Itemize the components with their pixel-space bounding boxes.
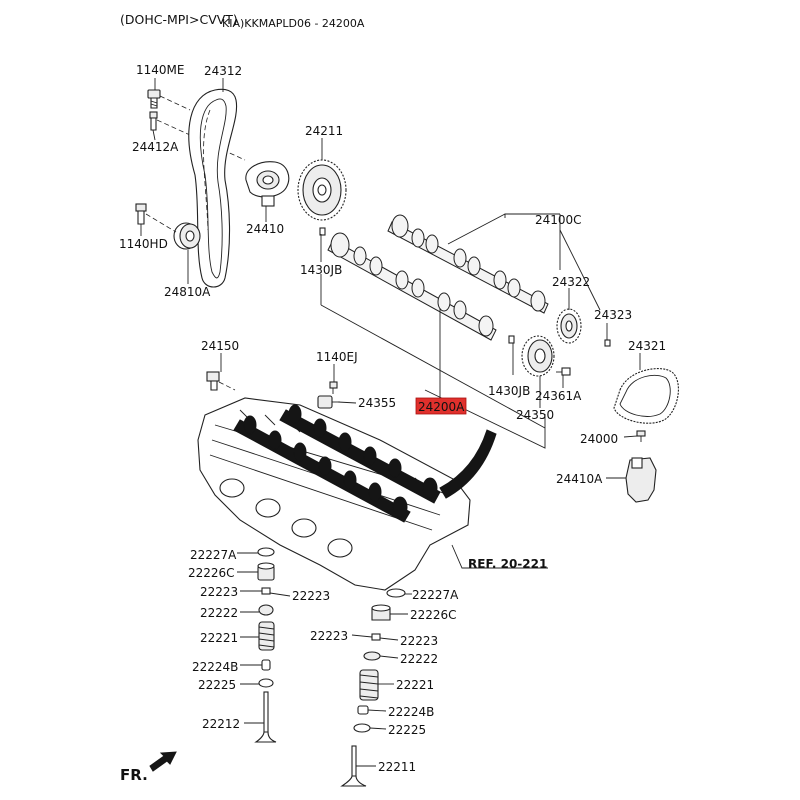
bolt-1140ej-icon[interactable] — [329, 381, 338, 394]
tensioner-24410-icon[interactable] — [245, 161, 290, 207]
leader-lines — [140, 78, 641, 767]
idler-pulley-24810a-icon[interactable] — [173, 222, 201, 250]
label-1140ej[interactable]: 1140EJ — [316, 350, 358, 364]
label-1430jb-mid[interactable]: 1430JB — [488, 384, 530, 398]
label-24150[interactable]: 24150 — [201, 339, 239, 353]
label-22223-right[interactable]: 22223 — [310, 629, 348, 643]
label-22224b-right[interactable]: 22224B — [388, 705, 434, 719]
exhaust-camshaft-24200a-icon[interactable] — [327, 232, 497, 341]
installation-arrow-icon — [439, 429, 497, 499]
seal-22225-left-icon[interactable] — [258, 678, 274, 688]
label-22226c-left[interactable]: 22226C — [188, 566, 235, 580]
label-22227a-right[interactable]: 22227A — [412, 588, 459, 602]
valve-train-left — [254, 547, 277, 743]
label-22211[interactable]: 22211 — [378, 760, 416, 774]
label-22225-left[interactable]: 22225 — [198, 678, 236, 692]
label-24323[interactable]: 24323 — [594, 308, 632, 322]
chain-guide-24410a-icon[interactable] — [625, 457, 657, 503]
engine-spec-header: (DOHC-MPI>CVVT) — [120, 12, 238, 27]
retainer-22222-right-icon[interactable] — [363, 651, 381, 661]
timing-chain-24321-icon[interactable] — [613, 368, 679, 424]
sensor-24355-icon[interactable] — [317, 395, 340, 409]
seal-22225-right-icon[interactable] — [353, 723, 371, 733]
bolt-24412a-icon[interactable] — [149, 111, 158, 131]
seat-22224b-right-icon[interactable] — [357, 705, 369, 715]
label-22223-left-b[interactable]: 22223 — [292, 589, 330, 603]
bolt-24000-icon[interactable] — [636, 430, 646, 442]
part-labels: 1140ME 24312 24412A 24211 1140HD 24410 2… — [119, 63, 666, 774]
label-24000[interactable]: 24000 — [580, 432, 618, 446]
pin-1430jb-mid-icon[interactable] — [508, 335, 515, 344]
bolt-24361a-icon[interactable] — [556, 367, 571, 376]
label-24312[interactable]: 24312 — [204, 64, 242, 78]
label-24355[interactable]: 24355 — [358, 396, 396, 410]
label-24200a-highlighted[interactable]: 24200A — [415, 397, 467, 415]
timing-belt-24312-icon[interactable] — [188, 88, 238, 288]
pin-1430jb-top-icon[interactable] — [319, 227, 326, 236]
tappet-22226c-right-icon[interactable] — [371, 604, 391, 621]
label-1140me[interactable]: 1140ME — [136, 63, 184, 77]
label-24350[interactable]: 24350 — [516, 408, 554, 422]
spring-22221-right-icon[interactable] — [359, 669, 379, 701]
label-22221-left[interactable]: 22221 — [200, 631, 238, 645]
label-1140hd[interactable]: 1140HD — [119, 237, 168, 251]
installed-camshafts-icon — [233, 404, 441, 523]
cam-sprocket-24211-icon[interactable] — [297, 159, 347, 221]
label-24361a[interactable]: 24361A — [535, 389, 582, 403]
cvvt-assembly-24350-icon[interactable] — [521, 335, 555, 377]
label-24322[interactable]: 24322 — [552, 275, 590, 289]
label-24211[interactable]: 24211 — [305, 124, 343, 138]
tappet-22226c-left-icon[interactable] — [257, 562, 275, 581]
label-24200a[interactable]: 24200A — [418, 400, 465, 414]
intake-camshaft-24100c-icon[interactable] — [387, 214, 549, 314]
label-1430jb-top[interactable]: 1430JB — [300, 263, 342, 277]
front-label: FR. — [120, 766, 148, 784]
label-22227a-left[interactable]: 22227A — [190, 548, 237, 562]
valve-22211-icon[interactable] — [340, 745, 367, 787]
retainer-lock-22227a-left-icon[interactable] — [257, 547, 275, 557]
label-22223-right-b[interactable]: 22223 — [400, 634, 438, 648]
bolt-1140me-icon[interactable] — [147, 89, 161, 109]
cvvt-sprocket-24322-icon[interactable] — [556, 308, 582, 344]
front-arrow-icon — [149, 751, 177, 772]
plug-24150-icon[interactable] — [206, 371, 236, 391]
ref-label[interactable]: REF. 20-221 — [468, 557, 547, 571]
label-24100c[interactable]: 24100C — [535, 213, 582, 227]
valve-22212-icon[interactable] — [254, 691, 277, 743]
label-24410[interactable]: 24410 — [246, 222, 284, 236]
pin-24323-icon[interactable] — [604, 339, 611, 347]
label-22221-right[interactable]: 22221 — [396, 678, 434, 692]
label-24810a[interactable]: 24810A — [164, 285, 211, 299]
label-22224b-left[interactable]: 22224B — [192, 660, 238, 674]
label-22212[interactable]: 22212 — [202, 717, 240, 731]
seat-22224b-left-icon[interactable] — [261, 659, 271, 671]
label-22226c-right[interactable]: 22226C — [410, 608, 457, 622]
cotter-22223-right-icon[interactable] — [371, 633, 381, 641]
spring-22221-left-icon[interactable] — [258, 621, 275, 651]
label-22222-right[interactable]: 22222 — [400, 652, 438, 666]
label-22222-left[interactable]: 22222 — [200, 606, 238, 620]
label-24321[interactable]: 24321 — [628, 339, 666, 353]
bolt-1140hd-icon[interactable] — [135, 203, 147, 225]
retainer-22222-left-icon[interactable] — [258, 604, 274, 616]
label-22225-right[interactable]: 22225 — [388, 723, 426, 737]
label-24410a[interactable]: 24410A — [556, 472, 603, 486]
catalog-code-header: KIA)KKMAPLD06 - 24200A — [222, 17, 365, 30]
retainer-lock-22227a-right-icon[interactable] — [386, 588, 406, 598]
front-indicator: FR. — [120, 751, 177, 784]
cotter-22223-left-icon[interactable] — [261, 587, 271, 595]
label-22223-left[interactable]: 22223 — [200, 585, 238, 599]
label-24412a[interactable]: 24412A — [132, 140, 179, 154]
